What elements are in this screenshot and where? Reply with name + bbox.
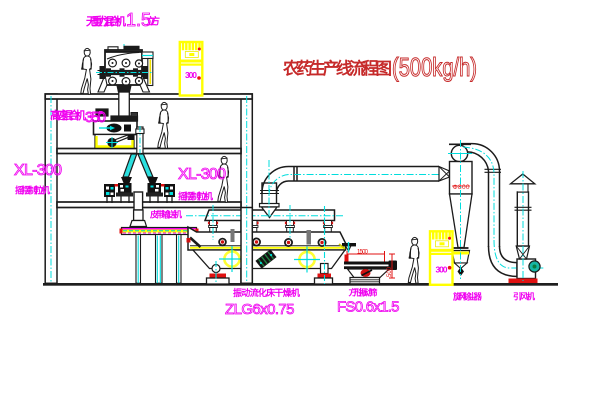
svg-text:XL-300: XL-300	[178, 166, 226, 183]
svg-text:500: 500	[387, 266, 393, 277]
svg-text:300: 300	[436, 265, 448, 275]
svg-text:摇摆制粒机: 摇摆制粒机	[178, 191, 213, 202]
svg-text:ZLG6x0.75: ZLG6x0.75	[225, 301, 295, 318]
svg-text:Φ800: Φ800	[453, 184, 470, 191]
svg-text:摇摆制粒机: 摇摆制粒机	[15, 185, 50, 196]
svg-text:方形振动筛: 方形振动筛	[349, 288, 378, 298]
svg-text:无重力混合机: 无重力混合机	[85, 14, 126, 28]
svg-text:1.5: 1.5	[126, 10, 151, 30]
svg-text:引风机: 引风机	[513, 292, 535, 302]
svg-text:旋风除尘器: 旋风除尘器	[452, 292, 482, 302]
svg-text:300: 300	[185, 70, 197, 80]
svg-text:皮带输送机: 皮带输送机	[149, 210, 182, 220]
svg-text:FS0.6x1.5: FS0.6x1.5	[337, 299, 400, 316]
svg-text:XL-300: XL-300	[14, 162, 62, 179]
svg-text:(500kg/h): (500kg/h)	[392, 52, 477, 82]
svg-text:振动流化床干燥机: 振动流化床干燥机	[233, 287, 300, 298]
svg-text:高速混合机: 高速混合机	[50, 108, 86, 122]
svg-text:1500: 1500	[357, 250, 369, 256]
svg-text:立方: 立方	[146, 16, 160, 28]
svg-text:350: 350	[85, 109, 106, 126]
svg-text:农药生产线流程图: 农药生产线流程图	[282, 58, 392, 78]
